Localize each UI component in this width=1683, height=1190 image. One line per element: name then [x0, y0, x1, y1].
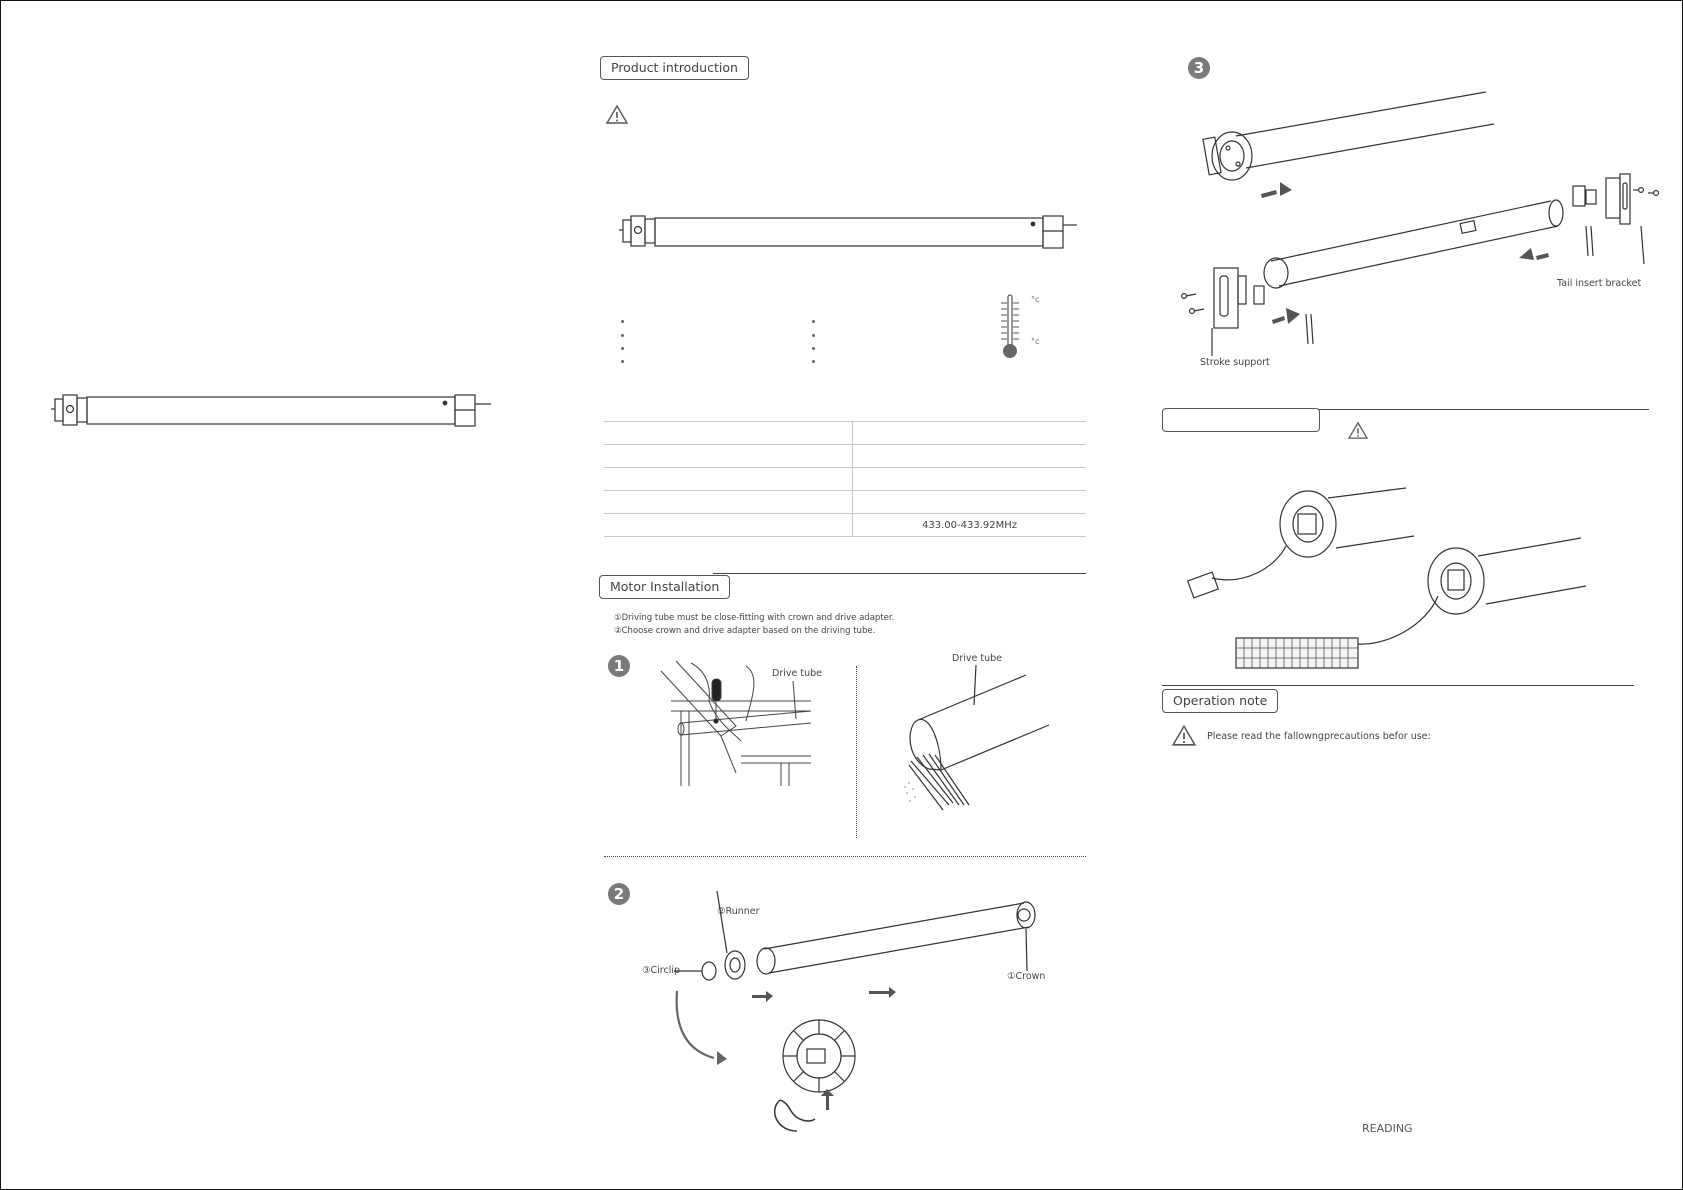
- warning-icon: [1347, 421, 1369, 439]
- circlip-label: ③Circlip: [642, 965, 681, 976]
- crown-label: ①Crown: [1007, 971, 1046, 982]
- runner-label: ②Runner: [717, 906, 760, 917]
- bullet-dot: [621, 320, 624, 323]
- horizontal-divider: [604, 856, 1086, 857]
- section-rule: [713, 573, 1086, 574]
- bullet-dot: [621, 360, 624, 363]
- vertical-divider: [856, 666, 857, 838]
- thermometer-top-unit: °c: [1031, 295, 1040, 304]
- bullet-dot: [812, 320, 815, 323]
- motor-installation-label: Motor Installation: [599, 575, 731, 599]
- warning-icon: [605, 104, 629, 124]
- table-row: [604, 490, 1086, 514]
- thermometer-icon: [1001, 294, 1019, 358]
- precaution-text: Please read the fallowngprecautions befo…: [1207, 731, 1431, 742]
- thermometer-bottom-unit: °c: [1031, 337, 1040, 346]
- bullet-dot: [812, 360, 815, 363]
- table-cell: [604, 421, 853, 445]
- table-cell: [852, 421, 1086, 445]
- spec-table: 433.00-433.92MHz: [604, 421, 1086, 537]
- bullet-dot: [621, 334, 624, 337]
- motor-side-view: [619, 215, 1077, 249]
- stroke-support-label: Stroke support: [1200, 357, 1270, 368]
- footer-reading: READING: [1362, 1122, 1413, 1135]
- table-cell: [604, 513, 853, 537]
- table-cell: [852, 467, 1086, 491]
- leader-line: [792, 680, 797, 720]
- section-rule: [1162, 685, 1634, 686]
- step-number-icon: 3: [1188, 57, 1210, 79]
- operation-note-label: Operation note: [1162, 689, 1279, 713]
- warning-icon: [1171, 724, 1197, 746]
- table-cell: [852, 490, 1086, 514]
- motor-side-view-large: [51, 394, 491, 427]
- product-introduction-label: Product introduction: [600, 56, 749, 80]
- instruction-line-2: ②Choose crown and drive adapter based on…: [614, 626, 876, 636]
- bullet-dot: [812, 347, 815, 350]
- table-cell: [604, 444, 853, 468]
- drive-tube-label-right: Drive tube: [952, 653, 1002, 664]
- step-number-icon: 1: [608, 655, 630, 677]
- charging-section-label: [1162, 408, 1320, 432]
- step-number-icon: 2: [608, 883, 630, 905]
- table-cell: [852, 444, 1086, 468]
- table-cell: [604, 467, 853, 491]
- table-row: [604, 467, 1086, 491]
- crown-runner-assembly: [674, 890, 1036, 1132]
- drive-tube-label-left: Drive tube: [772, 668, 822, 679]
- bullet-dot: [621, 347, 624, 350]
- motor-into-tube-illustration: [1180, 91, 1660, 356]
- bullet-dot: [812, 334, 815, 337]
- table-row: [604, 421, 1086, 445]
- table-row: [604, 444, 1086, 468]
- section-rule: [1319, 409, 1649, 410]
- table-cell: 433.00-433.92MHz: [852, 513, 1086, 537]
- tail-insert-bracket-label: Tail insert bracket: [1557, 278, 1642, 289]
- tube-end-closeup: [904, 664, 1050, 811]
- table-cell: [604, 490, 853, 514]
- table-row: 433.00-433.92MHz: [604, 513, 1086, 537]
- charging-illustration: [1186, 487, 1587, 669]
- tube-cutting-illustration: [660, 660, 812, 786]
- instruction-line-1: ①Driving tube must be close-fitting with…: [614, 613, 895, 623]
